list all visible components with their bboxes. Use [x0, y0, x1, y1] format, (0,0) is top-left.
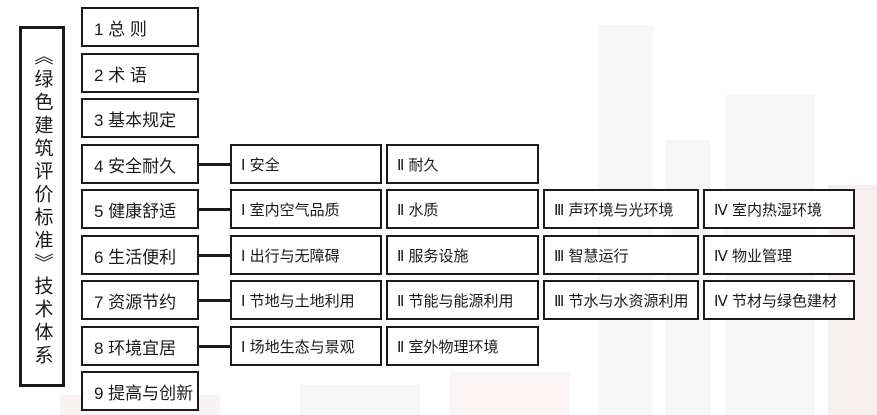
section-label: Ⅰ 场地生态与景观 — [241, 338, 355, 356]
chapter-box-6: 6 生活便利 — [81, 235, 199, 275]
section-row-chapter-4: Ⅰ 安全 Ⅱ 耐久 — [199, 144, 539, 184]
section-cell: Ⅱ 水质 — [386, 189, 539, 229]
diagram-title: 《绿色建筑评价标准》技术体系 — [31, 45, 53, 368]
chapter-label: 1 总 则 — [94, 19, 147, 39]
section-row-chapter-5: Ⅰ 室内空气品质 Ⅱ 水质 Ⅲ 声环境与光环境 Ⅳ 室内热湿环境 — [199, 189, 855, 229]
chapter-label: 2 术 语 — [94, 65, 147, 85]
section-label: Ⅲ 节水与水资源利用 — [554, 292, 689, 310]
chapter-box-7: 7 资源节约 — [81, 280, 199, 320]
chapter-label: 8 环境宜居 — [94, 338, 177, 358]
section-row-chapter-6: Ⅰ 出行与无障碍 Ⅱ 服务设施 Ⅲ 智慧运行 Ⅳ 物业管理 — [199, 235, 855, 275]
connector-line — [199, 345, 230, 348]
section-cell: Ⅱ 室外物理环境 — [386, 326, 539, 366]
chapter-label: 4 安全耐久 — [94, 156, 177, 176]
section-label: Ⅰ 出行与无障碍 — [241, 247, 340, 265]
chapter-box-8: 8 环境宜居 — [81, 326, 199, 366]
section-label: Ⅰ 节地与土地利用 — [241, 292, 355, 310]
chapter-box-2: 2 术 语 — [81, 53, 199, 93]
chapter-box-3: 3 基本规定 — [81, 98, 199, 138]
chapter-label: 9 提高与创新 — [94, 383, 194, 403]
section-label: Ⅱ 耐久 — [397, 156, 439, 174]
section-label: Ⅱ 节能与能源利用 — [397, 292, 514, 310]
section-cell: Ⅱ 服务设施 — [386, 235, 539, 275]
chapter-label: 3 基本规定 — [94, 110, 177, 130]
section-label: Ⅲ 声环境与光环境 — [554, 201, 674, 219]
section-cell: Ⅰ 安全 — [230, 144, 382, 184]
watermark-shape — [665, 140, 710, 415]
section-label: Ⅱ 服务设施 — [397, 247, 469, 265]
chapter-label: 7 资源节约 — [94, 292, 177, 312]
section-cell: Ⅲ 节水与水资源利用 — [543, 280, 699, 320]
watermark-shape — [300, 385, 420, 415]
chapter-box-5: 5 健康舒适 — [81, 189, 199, 229]
section-label: Ⅰ 室内空气品质 — [241, 201, 340, 219]
section-label: Ⅲ 智慧运行 — [554, 247, 629, 265]
section-cell: Ⅲ 声环境与光环境 — [543, 189, 699, 229]
section-cell: Ⅱ 耐久 — [386, 144, 539, 184]
section-cell: Ⅰ 出行与无障碍 — [230, 235, 382, 275]
section-cell: Ⅳ 室内热湿环境 — [703, 189, 855, 229]
section-label: Ⅱ 水质 — [397, 201, 439, 219]
section-cell: Ⅲ 智慧运行 — [543, 235, 699, 275]
watermark-shape — [450, 372, 570, 415]
section-row-chapter-8: Ⅰ 场地生态与景观 Ⅱ 室外物理环境 — [199, 326, 539, 366]
section-label: Ⅰ 安全 — [241, 156, 280, 174]
section-cell: Ⅳ 物业管理 — [703, 235, 855, 275]
connector-line — [199, 163, 230, 166]
section-cell: Ⅰ 场地生态与景观 — [230, 326, 382, 366]
connector-line — [199, 299, 230, 302]
section-row-chapter-7: Ⅰ 节地与土地利用 Ⅱ 节能与能源利用 Ⅲ 节水与水资源利用 Ⅳ 节材与绿色建材 — [199, 280, 855, 320]
chapter-box-4: 4 安全耐久 — [81, 144, 199, 184]
chapter-label: 6 生活便利 — [94, 247, 177, 267]
chapter-box-9: 9 提高与创新 — [81, 371, 199, 411]
section-cell: Ⅰ 室内空气品质 — [230, 189, 382, 229]
section-cell: Ⅱ 节能与能源利用 — [386, 280, 539, 320]
chapter-label: 5 健康舒适 — [94, 201, 177, 221]
section-cell: Ⅳ 节材与绿色建材 — [703, 280, 855, 320]
connector-line — [199, 208, 230, 211]
chapter-box-1: 1 总 则 — [81, 7, 199, 47]
section-cell: Ⅰ 节地与土地利用 — [230, 280, 382, 320]
connector-line — [199, 254, 230, 257]
section-label: Ⅱ 室外物理环境 — [397, 338, 499, 356]
section-label: Ⅳ 物业管理 — [714, 247, 793, 265]
section-label: Ⅳ 节材与绿色建材 — [714, 292, 838, 310]
section-label: Ⅳ 室内热湿环境 — [714, 201, 823, 219]
diagram-title-box: 《绿色建筑评价标准》技术体系 — [19, 26, 65, 387]
